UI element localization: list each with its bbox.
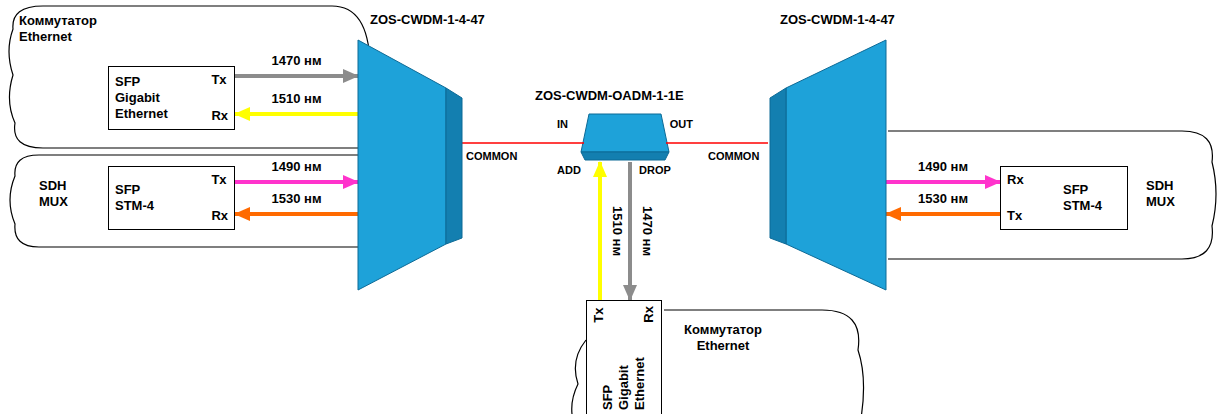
mux-side — [770, 88, 786, 244]
mux-side — [446, 88, 462, 244]
device-cloud: SFP Gigabit Ethernet Tx RxКоммутатор Ether… — [556, 300, 872, 414]
signal-arrow — [235, 212, 358, 216]
module-label: SFP Gigabit Ethernet — [600, 346, 648, 410]
signal-arrow — [598, 162, 602, 300]
mux-front — [786, 40, 886, 290]
port-column: Tx Rx — [590, 306, 658, 329]
port-name: Tx — [211, 72, 228, 88]
device-shape — [768, 38, 886, 292]
device-label: ZOS-CWDM-1-4-47 — [780, 12, 895, 28]
port-name: Tx — [591, 306, 607, 323]
wavelength-label: 1530 нм — [916, 191, 970, 207]
fiber-line — [695, 142, 768, 144]
device-label: SDH MUX — [1146, 178, 1190, 209]
fiber-line — [462, 142, 555, 144]
sfp-rotated-face: SFP Gigabit Ethernet Tx Rx — [586, 300, 662, 414]
signal-arrow — [628, 162, 632, 300]
port-name: Rx — [211, 108, 228, 124]
device-cloud: SFP Gigabit Ethernet TxRx Коммутатор Ether… — [3, 3, 372, 150]
cloud-outline — [10, 155, 370, 247]
sfp-module: SFP Gigabit Ethernet Tx Rx — [586, 300, 662, 414]
wavelength-label: 1470 нм — [269, 53, 323, 69]
oadm-front — [581, 114, 669, 152]
sfp-module: SFP STM-4 RxTx — [1000, 166, 1128, 230]
module-label: SFP Gigabit Ethernet — [115, 74, 179, 122]
port-label: IN — [557, 118, 568, 131]
oadm-module: ZOS-CWDM-OADM-1-1EINOUTADDDROP — [555, 110, 695, 162]
wavelength-label: 1470 нм — [639, 204, 655, 258]
port-name: Rx — [211, 208, 228, 224]
port-column: TxRx — [205, 71, 228, 125]
signal-arrow — [235, 112, 358, 116]
port-label: DROP — [639, 164, 671, 177]
wavelength-label: 1510 нм — [609, 204, 625, 258]
port-name: Rx — [1007, 172, 1024, 188]
device-shape — [358, 38, 462, 292]
signal-arrow — [235, 74, 358, 78]
port-label: ADD — [557, 164, 581, 177]
device-label: Коммутатор Ethernet — [668, 322, 778, 353]
cwdm-mux: ZOS-CWDM-1-4-47COMMON — [768, 38, 886, 292]
module-label: SFP STM-4 — [115, 182, 165, 214]
sfp-module: SFP STM-4 TxRx — [108, 166, 235, 230]
wavelength-label: 1530 нм — [269, 191, 323, 207]
mux-front — [358, 40, 446, 290]
port-name: Tx — [1007, 208, 1024, 224]
port-name: Tx — [211, 172, 228, 188]
sfp-module: SFP Gigabit Ethernet TxRx — [108, 66, 235, 130]
device-label: ZOS-CWDM-1-4-47 — [370, 12, 485, 28]
port-column: RxTx — [1007, 171, 1024, 225]
device-shape — [555, 110, 695, 162]
device-label: ZOS-CWDM-OADM-1-1E — [535, 88, 684, 104]
wavelength-label: 1490 нм — [269, 159, 323, 175]
device-label: SDH MUX — [39, 178, 83, 209]
device-label: Коммутатор Ethernet — [19, 13, 111, 44]
cwdm-mux: ZOS-CWDM-1-4-47COMMON — [358, 38, 462, 292]
port-label: OUT — [670, 118, 693, 131]
cloud-outline — [9, 6, 370, 148]
port-column: TxRx — [205, 171, 228, 225]
wavelength-label: 1490 нм — [916, 159, 970, 175]
signal-arrow — [886, 180, 1000, 184]
wavelength-label: 1510 нм — [269, 91, 323, 107]
port-label: COMMON — [466, 150, 517, 163]
port-name: Rx — [641, 306, 657, 323]
cloud-outline — [572, 310, 864, 414]
cloud-outline — [888, 131, 1216, 259]
port-label: COMMON — [708, 150, 759, 163]
oadm-side — [581, 152, 669, 160]
module-label: SFP STM-4 — [1063, 182, 1121, 214]
signal-arrow — [886, 212, 1000, 216]
fiber-stub — [555, 142, 695, 144]
signal-arrow — [235, 180, 358, 184]
